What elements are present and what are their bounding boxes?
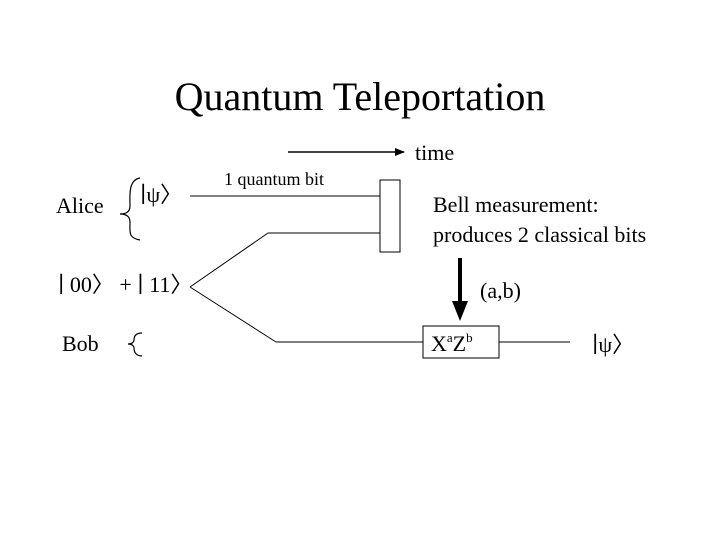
bell-measurement-box [379,179,401,253]
correction-gate-box [422,325,500,359]
correction-gate-label: XaZb [431,330,473,356]
entangled-wire-to-alice [189,232,269,288]
alice-label: Alice [56,193,104,218]
classical-bits-label: (a,b) [480,278,521,303]
time-label: time [415,140,454,165]
classical-bits-arrowhead [452,301,468,321]
page-title: Quantum Teleportation [175,74,546,119]
alice-brace [119,177,141,241]
quantum-bit-label: 1 quantum bit [224,169,324,189]
output-psi-ket: ∣ψ〉 [592,332,634,357]
bell-measurement-label-line1: Bell measurement: [433,192,599,217]
bell-pair-state: ∣ 00〉 + ∣ 11〉 [58,272,192,297]
entangled-wire-to-bob [189,286,277,343]
psi-ket: ∣ψ〉 [140,182,182,207]
bell-measurement-label-line2: produces 2 classical bits [433,222,646,247]
bob-brace [127,332,143,357]
bob-label: Bob [62,331,99,356]
